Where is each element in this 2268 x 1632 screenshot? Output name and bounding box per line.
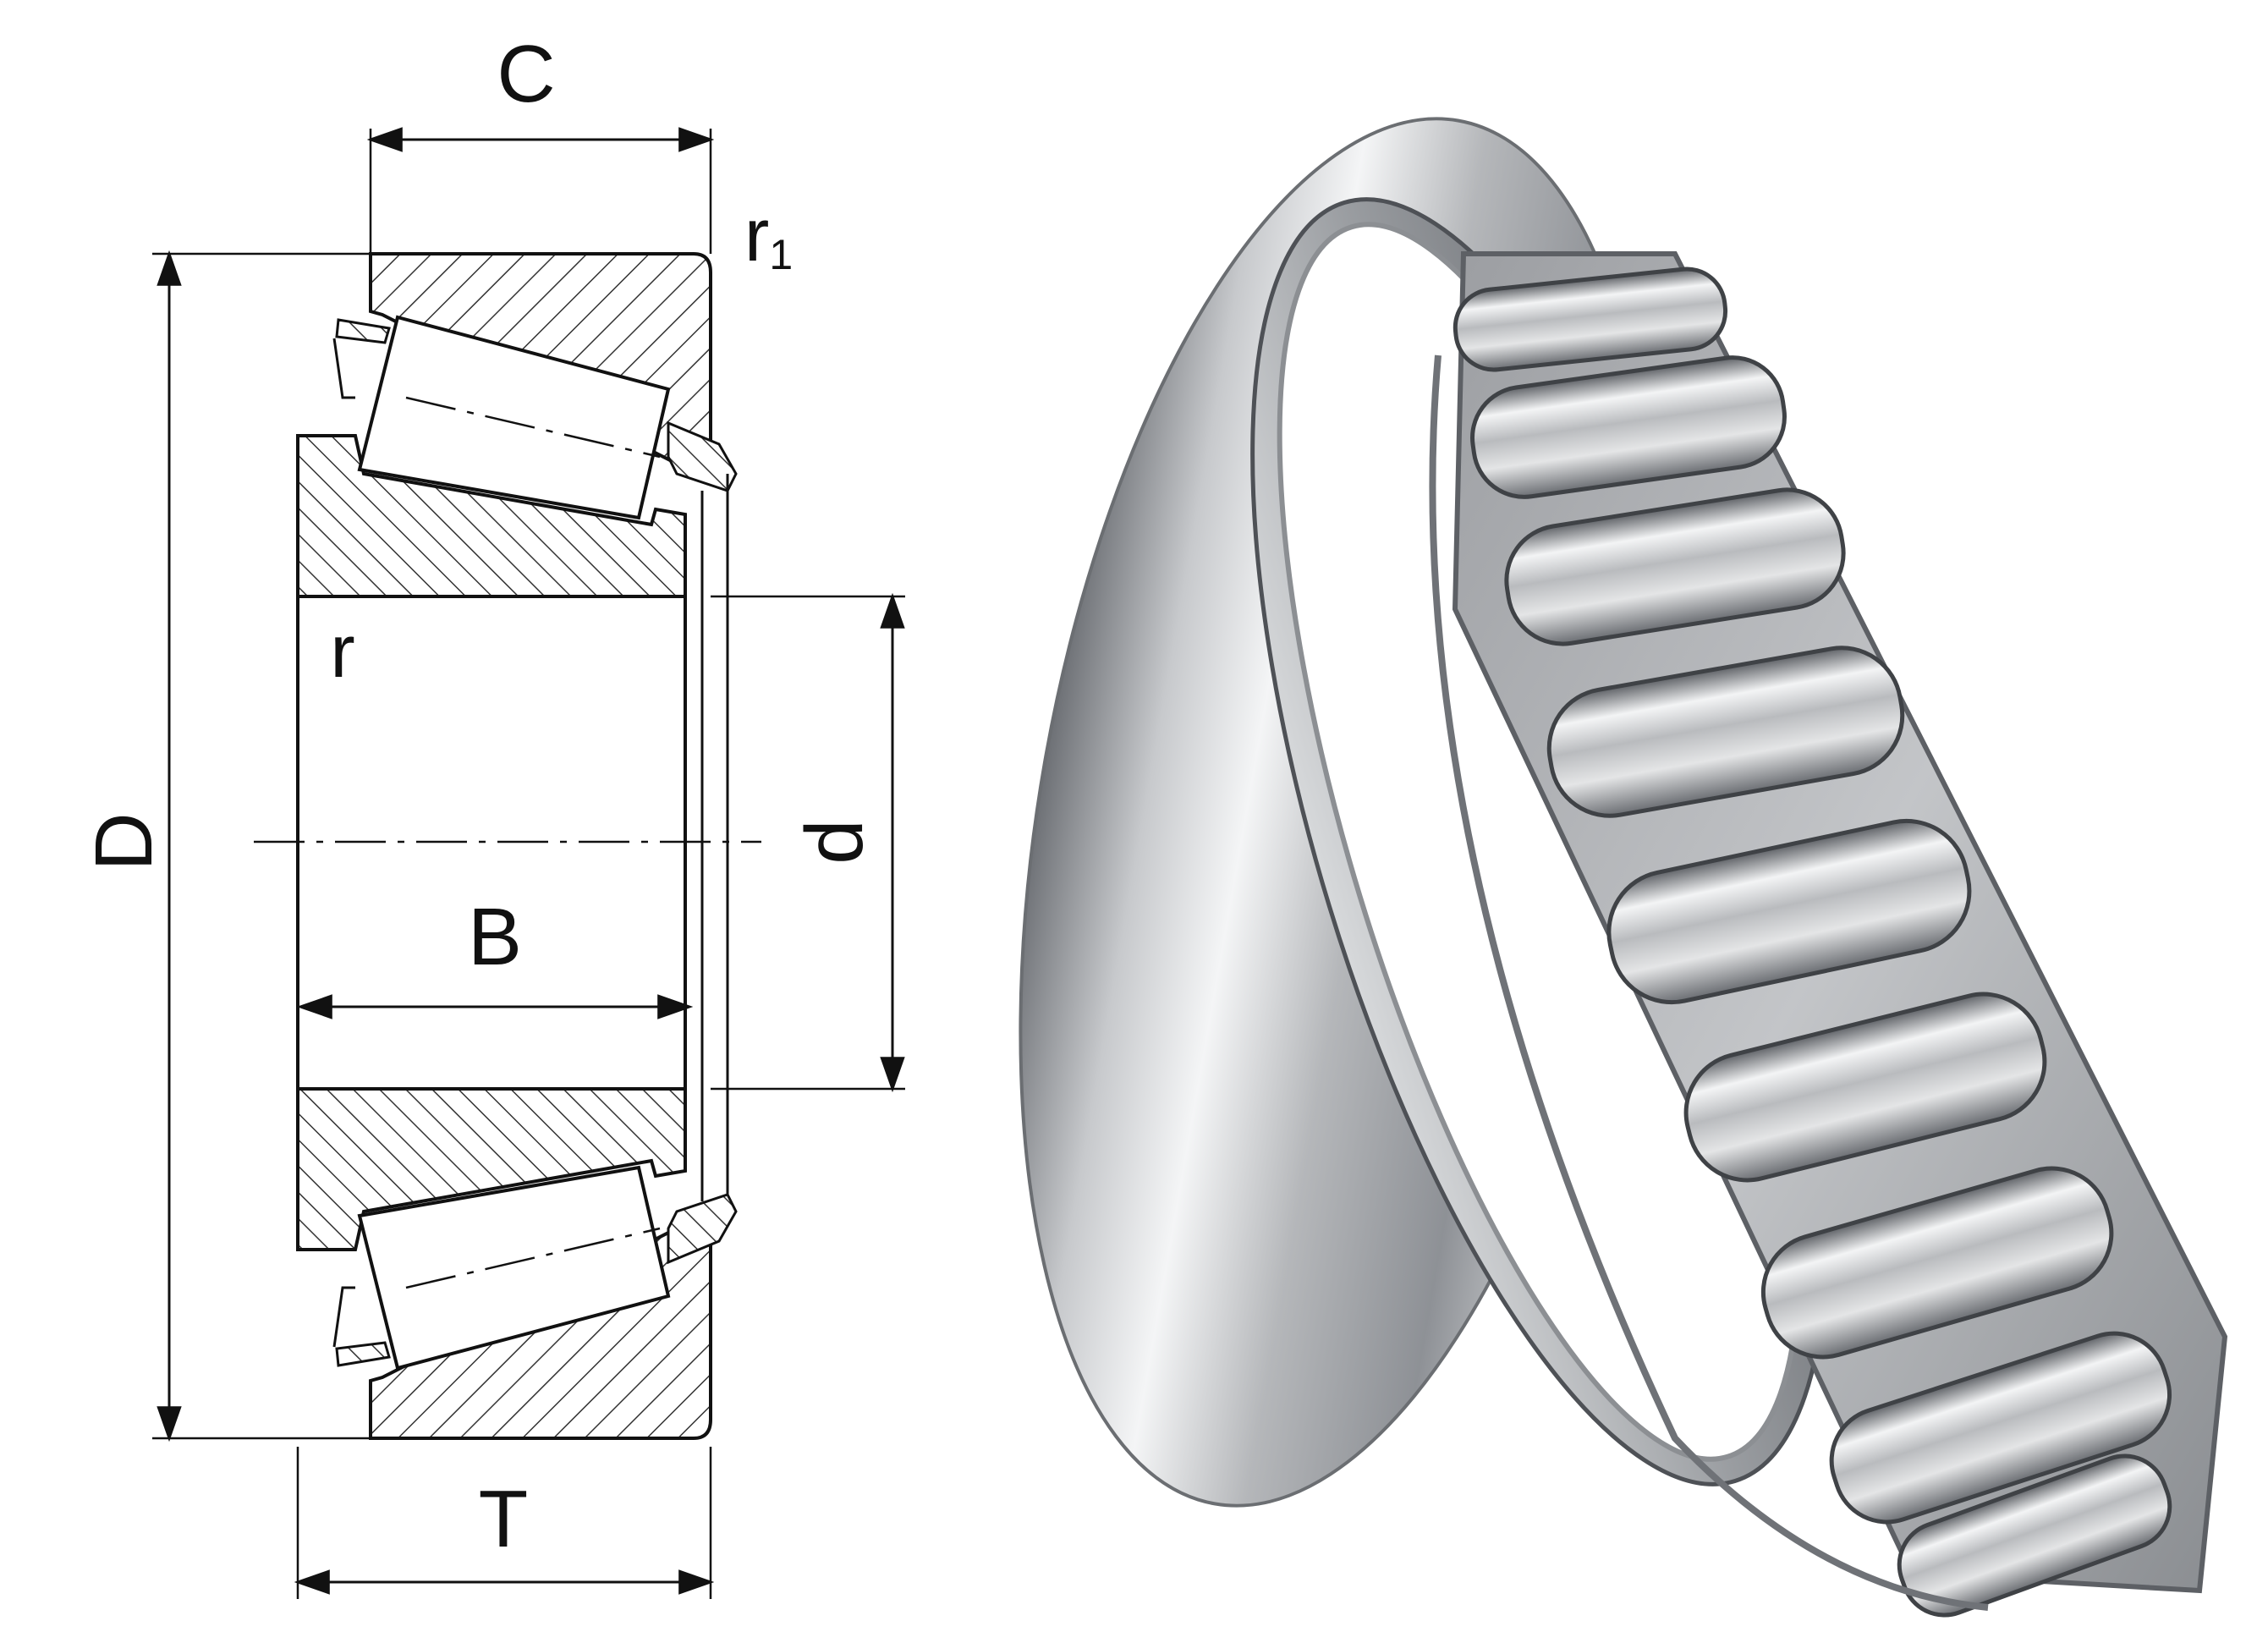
cone-rib-upper	[332, 338, 355, 399]
cage-section-lower	[335, 1193, 738, 1367]
cone-section-lower	[296, 1087, 687, 1251]
dimension-labels: C r1 r D d B T	[79, 29, 880, 1564]
label-B: B	[468, 892, 522, 982]
roller-lower	[357, 1165, 671, 1371]
label-C: C	[497, 29, 555, 119]
bearing-cross-section-drawing	[152, 127, 905, 1599]
roller	[1829, 1331, 2172, 1525]
roller-axis-lower	[405, 1227, 661, 1289]
label-r: r	[330, 609, 354, 693]
roller	[1897, 1453, 2172, 1618]
rollers	[1453, 267, 2172, 1618]
roller	[1683, 992, 2047, 1183]
cone-rib-edge	[1429, 354, 1989, 1611]
label-d: d	[789, 819, 880, 864]
bearing-photo	[1019, 117, 2228, 1618]
label-T: T	[479, 1474, 529, 1564]
roller	[1504, 487, 1846, 646]
roller-upper	[357, 315, 671, 520]
roller	[1453, 267, 1728, 372]
roller	[1760, 1166, 2114, 1360]
roller	[1470, 355, 1787, 499]
roller	[1606, 818, 1972, 1005]
roller-axis-upper	[405, 396, 661, 459]
roller	[1546, 646, 1905, 818]
cone-section-upper	[296, 434, 687, 598]
cone-rib-lower	[332, 1286, 355, 1348]
label-r1: r1	[744, 193, 793, 278]
label-D: D	[79, 812, 169, 871]
